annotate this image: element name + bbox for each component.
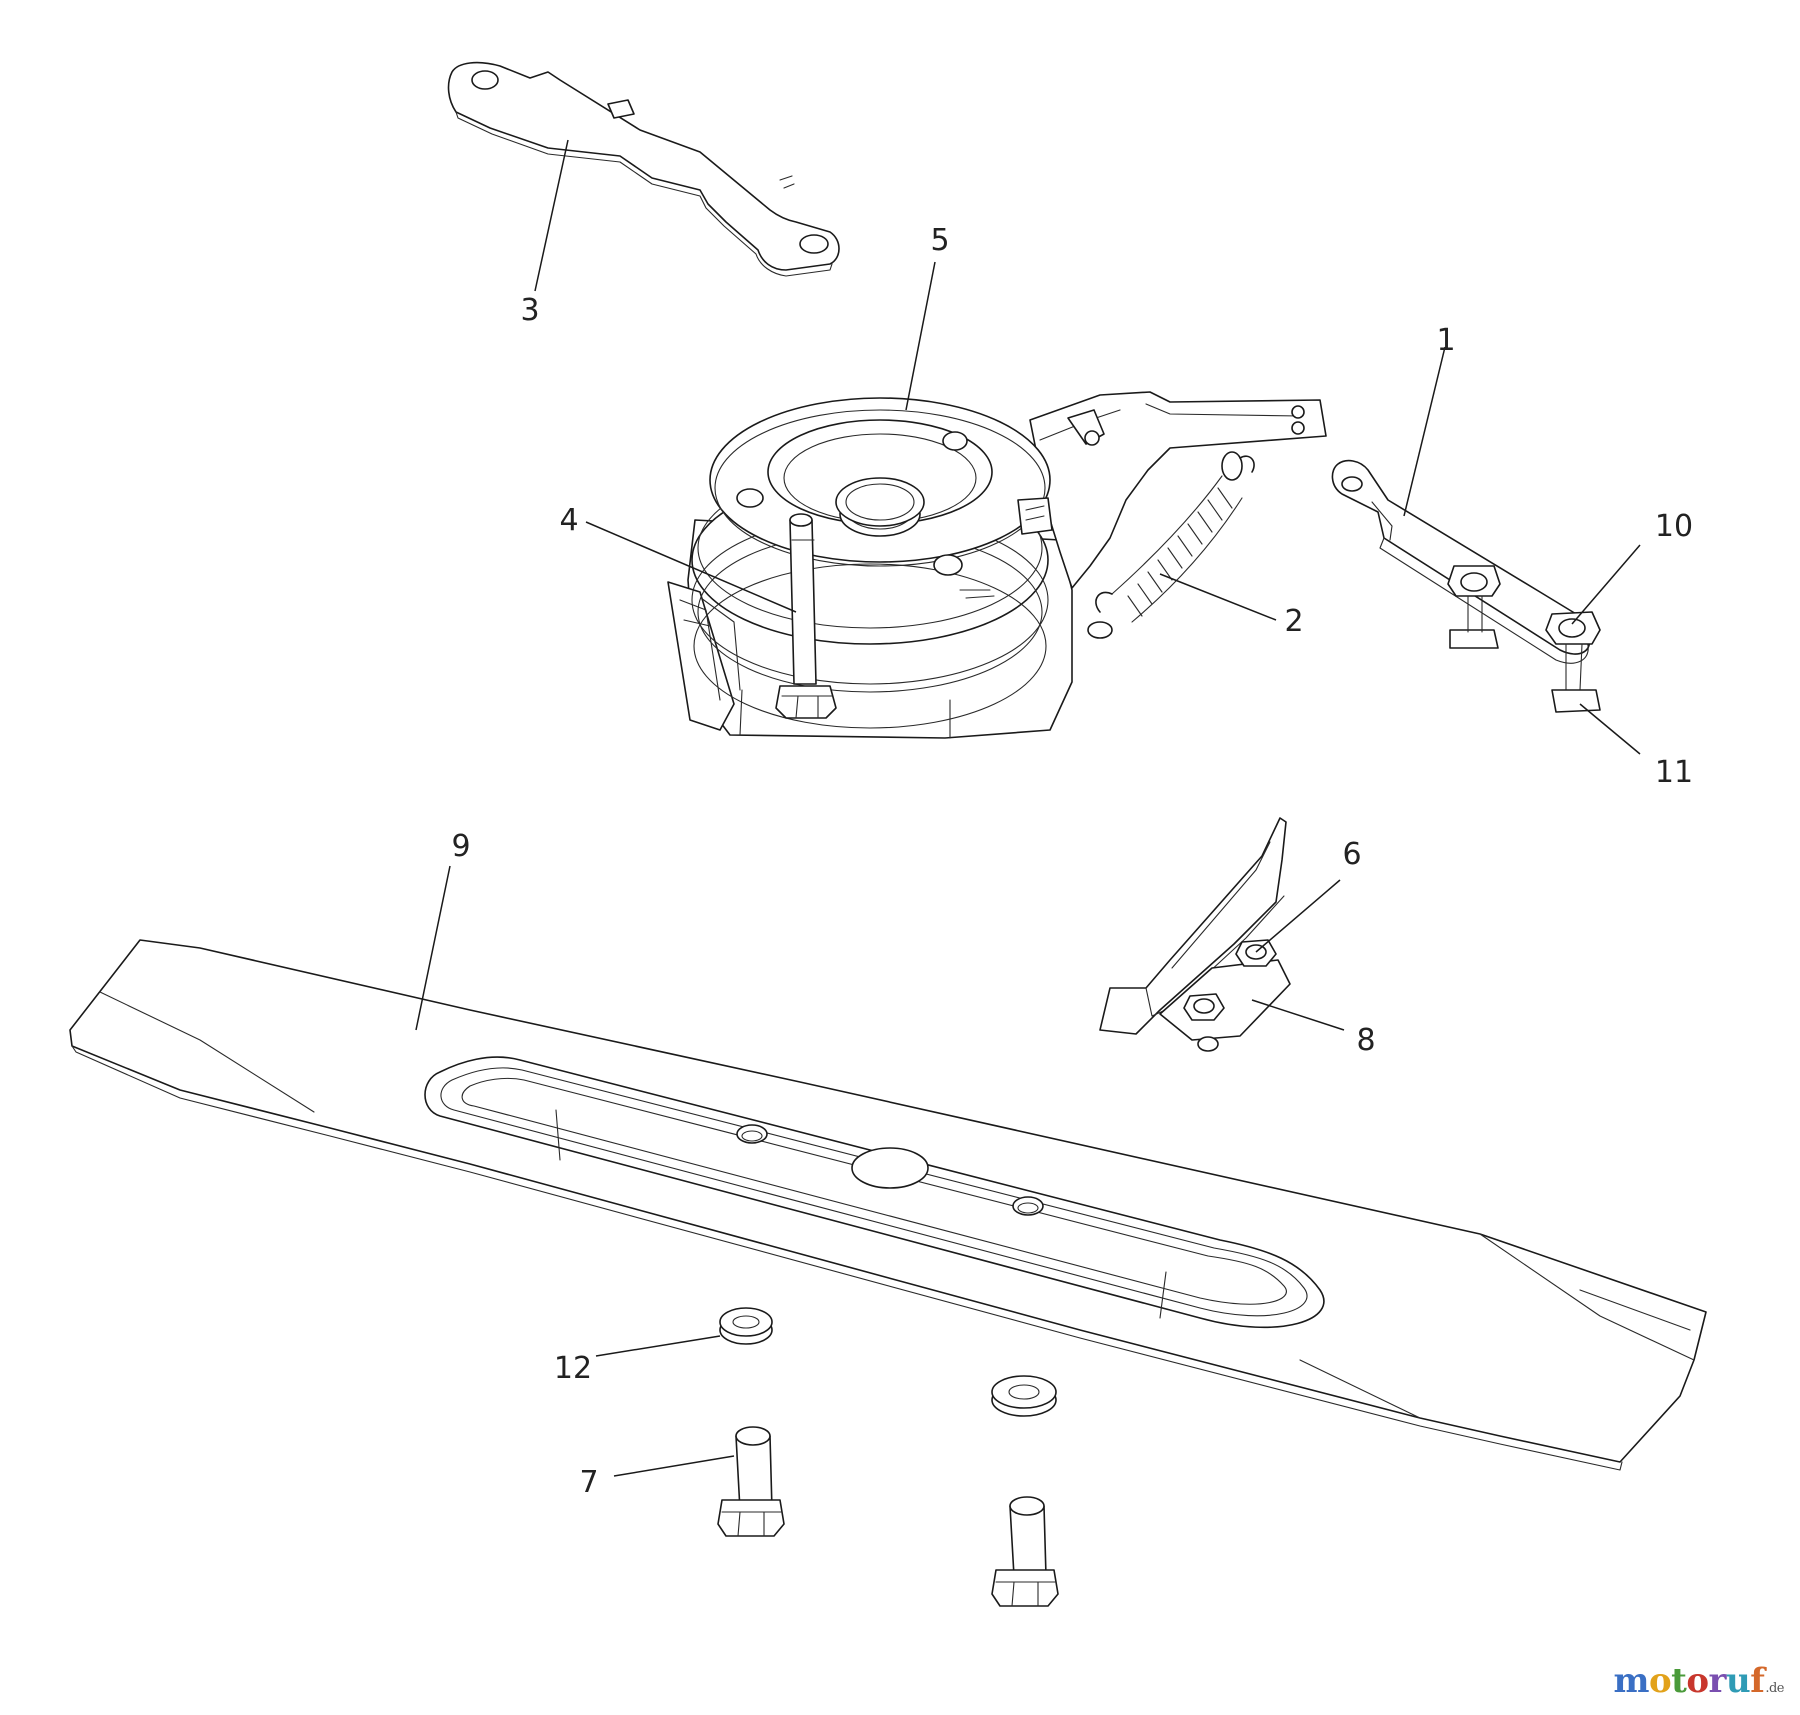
leader-10 xyxy=(1571,544,1641,625)
watermark-letter: r xyxy=(1708,1661,1727,1701)
leader-9 xyxy=(415,865,451,1031)
callout-2: 2 xyxy=(1284,604,1303,639)
watermark-letter: t xyxy=(1671,1661,1687,1701)
leader-6 xyxy=(1255,879,1341,953)
part-1-bracket xyxy=(1331,459,1601,713)
part-2-spring xyxy=(1087,451,1255,639)
part-4-pin xyxy=(775,513,837,719)
callout-8: 8 xyxy=(1356,1023,1375,1058)
part-5-clutch-pulley xyxy=(667,391,1327,739)
watermark-letter: o xyxy=(1648,1661,1672,1701)
callout-6: 6 xyxy=(1342,837,1361,872)
leader-2 xyxy=(1159,573,1277,621)
callout-7: 7 xyxy=(579,1465,598,1500)
leader-8 xyxy=(1251,999,1345,1031)
callout-5: 5 xyxy=(930,223,949,258)
watermark-suffix: .de xyxy=(1765,1681,1784,1696)
leader-12 xyxy=(595,1335,721,1357)
leader-3 xyxy=(534,139,569,292)
leader-11 xyxy=(1579,703,1641,755)
watermark-text: motoruf xyxy=(1613,1661,1764,1701)
part-3-lever-arm xyxy=(447,61,840,277)
watermark-letter: f xyxy=(1750,1661,1765,1701)
part-12-washers xyxy=(719,1307,1057,1417)
callout-labels: 3 5 4 2 1 10 11 9 6 8 12 7 xyxy=(451,223,1693,1500)
callout-1: 1 xyxy=(1436,323,1455,358)
watermark-letter: o xyxy=(1686,1661,1709,1701)
callout-10: 10 xyxy=(1655,509,1693,544)
watermark-logo: motoruf.de xyxy=(1613,1661,1784,1701)
leader-4 xyxy=(585,521,797,613)
part-7-bolts xyxy=(717,1426,1059,1607)
callout-3: 3 xyxy=(520,293,539,328)
callout-4: 4 xyxy=(559,503,578,538)
leader-lines xyxy=(415,139,1641,1477)
part-9-blade xyxy=(69,939,1707,1471)
leader-1 xyxy=(1403,346,1446,517)
watermark-letter: m xyxy=(1613,1661,1649,1701)
part-6-8-mounting-bracket xyxy=(1099,817,1291,1052)
callout-9: 9 xyxy=(451,829,470,864)
callout-12: 12 xyxy=(554,1351,592,1386)
leader-7 xyxy=(613,1455,735,1477)
watermark-letter: u xyxy=(1725,1661,1751,1701)
leader-5 xyxy=(905,261,936,411)
callout-11: 11 xyxy=(1655,755,1693,790)
